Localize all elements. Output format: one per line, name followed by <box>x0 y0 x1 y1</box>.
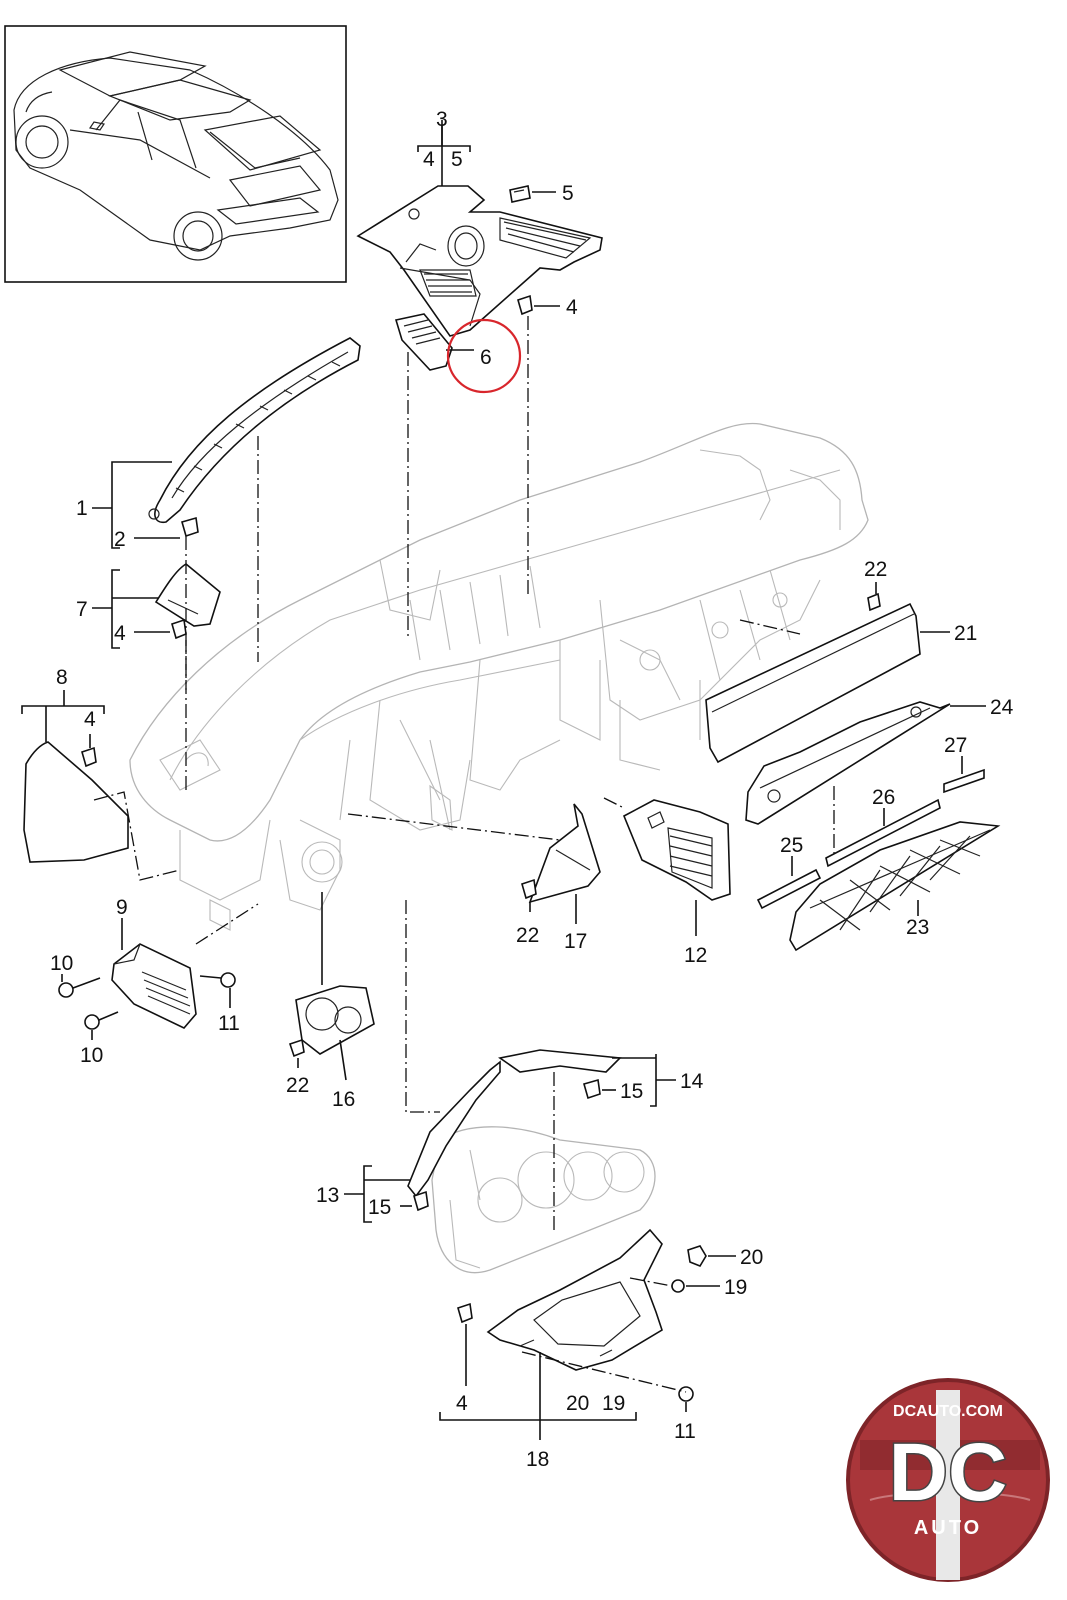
callout-3: 3 <box>436 108 448 131</box>
part-18-steering-column-trim <box>439 1228 663 1440</box>
highlight-circle <box>446 318 522 394</box>
callout-11-left: 11 <box>218 1012 240 1035</box>
part-25-strip <box>756 856 822 910</box>
logo-top-text: DCAUTO.COM <box>893 1403 1003 1420</box>
callout-18: 18 <box>526 1448 549 1471</box>
part-7-side-cover <box>92 563 221 649</box>
part-4-clip-bottom <box>457 1302 473 1386</box>
callout-7: 7 <box>76 598 88 621</box>
callout-19: 19 <box>724 1276 747 1299</box>
vehicle-inset <box>4 25 347 283</box>
part-9-side-vent <box>111 918 197 1029</box>
callout-10-bottom: 10 <box>80 1044 103 1067</box>
callout-11-bottom: 11 <box>674 1420 696 1443</box>
callout-27: 27 <box>944 734 967 757</box>
part-4-clip-top <box>517 294 560 316</box>
part-19-washer <box>671 1279 720 1293</box>
part-22-clip-mid <box>521 878 537 912</box>
part-16-ring-trim <box>295 892 375 1081</box>
callout-20: 20 <box>740 1246 763 1269</box>
part-15-clip-right <box>583 1078 616 1100</box>
part-24-glovebox-tray <box>745 701 986 825</box>
part-10-screw-bottom <box>84 1011 119 1040</box>
part-1-defroster-strip <box>92 337 361 549</box>
part-26-rod <box>825 798 941 868</box>
dashboard-carrier <box>129 422 869 931</box>
part-2-clip <box>134 516 199 539</box>
instrument-cluster <box>431 1126 656 1274</box>
part-4-clip-side <box>81 734 97 768</box>
callout-4-left: 4 <box>114 622 126 645</box>
part-14-right-trim <box>498 1049 676 1107</box>
assembly-lines <box>93 316 835 1393</box>
part-22-clip-top <box>867 582 881 612</box>
part-11-screw-left <box>199 972 236 1008</box>
callout-6: 6 <box>480 346 492 369</box>
callout-4-side: 4 <box>84 708 96 731</box>
callout-4-top: 4 <box>566 296 578 319</box>
part-22-clip-left <box>288 1038 305 1068</box>
callout-5: 5 <box>562 182 574 205</box>
callout-18-sub-20: 20 <box>566 1392 589 1415</box>
part-6-small-grille <box>394 313 474 371</box>
callout-labels: 3 4 5 5 4 6 1 2 7 4 8 4 9 10 10 11 22 16… <box>50 108 1014 1471</box>
callout-15-left: 15 <box>368 1196 391 1219</box>
callout-4-bottom: 4 <box>456 1392 468 1415</box>
callout-22-top: 22 <box>864 558 887 581</box>
callout-13: 13 <box>316 1184 339 1207</box>
callout-16: 16 <box>332 1088 355 1111</box>
logo-sub-text: AUTO <box>914 1517 982 1539</box>
callout-18-sub-19: 19 <box>602 1392 625 1415</box>
part-8-side-panel <box>21 690 129 863</box>
car-illustration <box>13 51 339 261</box>
callout-25: 25 <box>780 834 803 857</box>
part-20-nut <box>687 1245 736 1267</box>
part-3-upper-trim-panel <box>356 120 603 337</box>
part-27-rod <box>943 756 985 794</box>
part-10-screw-top <box>58 974 101 998</box>
part-4-clip-left <box>134 618 187 640</box>
callout-8: 8 <box>56 666 68 689</box>
callout-3-sub-4: 4 <box>423 148 435 171</box>
callout-23: 23 <box>906 916 929 939</box>
callout-3-sub-5: 5 <box>451 148 463 171</box>
callout-22-mid: 22 <box>516 924 539 947</box>
callout-2: 2 <box>114 528 126 551</box>
part-13-left-trim <box>344 1060 501 1223</box>
callout-10-top: 10 <box>50 952 73 975</box>
part-21-glovebox-lid <box>705 602 950 764</box>
part-23-net <box>789 821 1001 952</box>
callout-21: 21 <box>954 622 977 645</box>
logo-main-text: DC <box>889 1427 1007 1518</box>
callout-1: 1 <box>76 497 88 520</box>
part-11-screw-bottom <box>678 1386 694 1412</box>
dcauto-logo: DCAUTO.COM DC AUTO <box>846 1378 1050 1582</box>
callout-24: 24 <box>990 696 1014 719</box>
callout-9: 9 <box>116 896 128 919</box>
callout-17: 17 <box>564 930 587 953</box>
callout-14: 14 <box>680 1070 704 1093</box>
part-15-clip-left <box>400 1190 429 1212</box>
part-5-clip <box>509 185 556 203</box>
callout-22-left: 22 <box>286 1074 309 1097</box>
callout-26: 26 <box>872 786 895 809</box>
part-12-center-vent <box>622 799 731 936</box>
part-17-lower-panel <box>528 803 601 924</box>
callout-12: 12 <box>684 944 707 967</box>
callout-15-right: 15 <box>620 1080 643 1103</box>
